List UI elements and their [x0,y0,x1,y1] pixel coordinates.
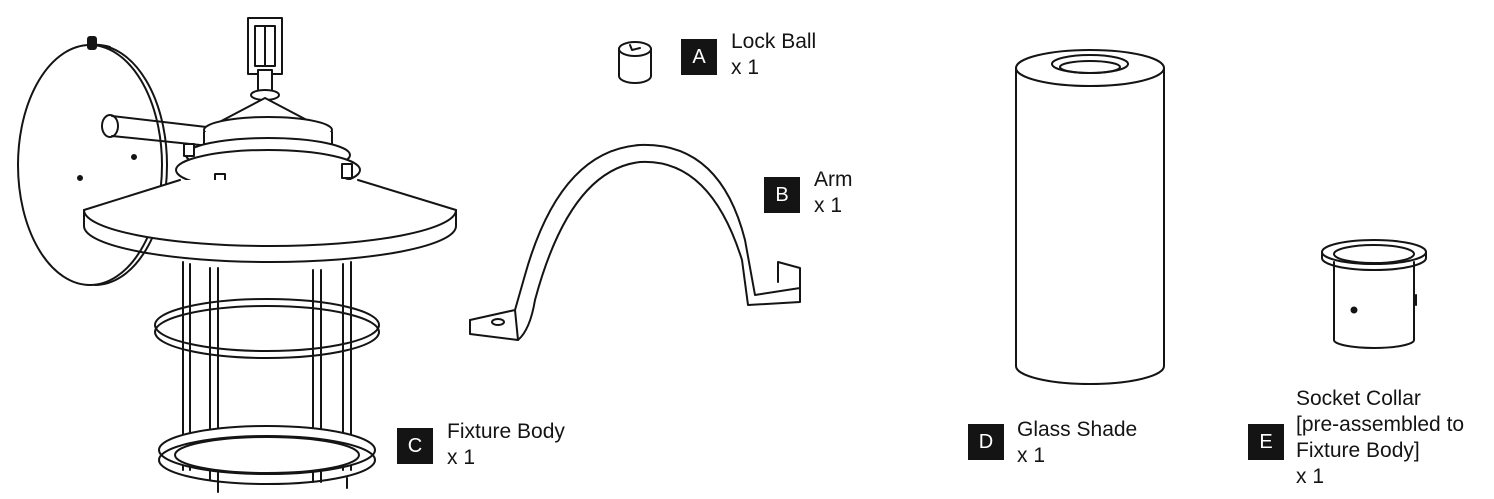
part-b-badge: B [764,177,800,213]
part-e-qty: x 1 [1296,465,1325,488]
part-d-badge: D [968,424,1004,460]
part-a-name: Lock Ball [731,30,817,53]
part-e-name-line-3: Fixture Body] [1296,439,1420,462]
glass-shade-drawing [1015,49,1165,385]
fixture-body-drawing [17,17,457,493]
part-b-name: Arm [814,168,853,191]
part-c-label: Fixture Body x 1 [447,419,565,471]
lock-ball-drawing [618,41,652,84]
part-d-name: Glass Shade [1017,418,1138,441]
part-a-badge: A [681,39,717,75]
part-e-name-line-2: [pre-assembled to [1296,413,1465,436]
part-a-qty: x 1 [731,56,760,79]
socket-collar-drawing [1321,239,1427,349]
part-d-qty: x 1 [1017,444,1046,467]
arm-drawing [469,143,801,341]
part-c-qty: x 1 [447,446,476,469]
part-c-badge: C [397,428,433,464]
part-b-qty: x 1 [814,194,843,217]
part-d-label: Glass Shade x 1 [1017,417,1137,469]
part-e-label: Socket Collar [pre-assembled to Fixture … [1296,386,1464,490]
part-a-label: Lock Ball x 1 [731,29,816,81]
part-e-badge: E [1248,424,1284,460]
part-b-label: Arm x 1 [814,167,853,219]
part-c-name: Fixture Body [447,420,565,443]
part-e-name-line-1: Socket Collar [1296,387,1421,410]
